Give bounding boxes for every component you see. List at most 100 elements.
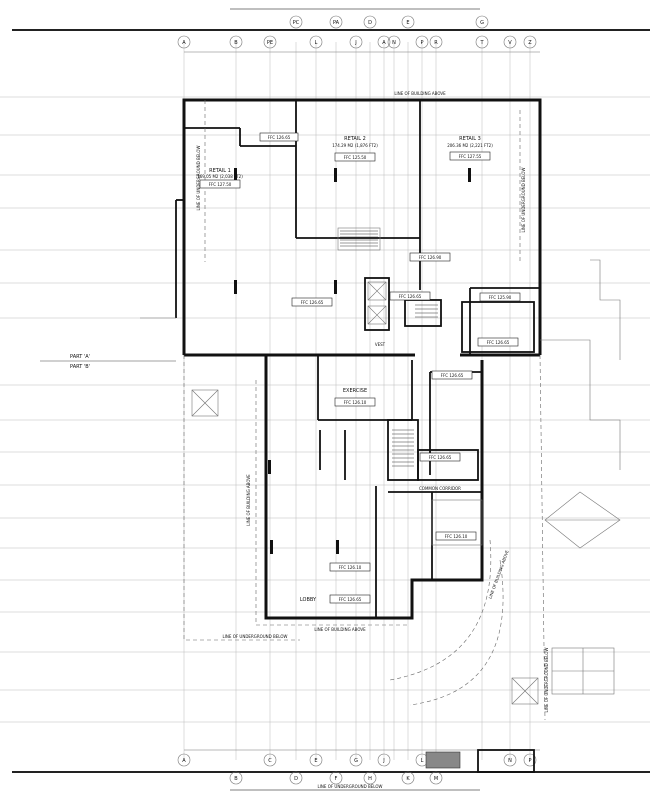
retail3-ffc: FFC 127.55 [459, 154, 482, 159]
grid-bubble [363, 15, 377, 29]
grid-bubble [349, 753, 363, 767]
note-underground-base: LINE OF UNDERGROUND BELOW [318, 784, 383, 789]
grid-bubble [503, 753, 517, 767]
lobby-ffc: FFC 126.65 [339, 597, 362, 602]
grid-label: E [314, 758, 317, 764]
common-corridor-label: COMMON CORRIDOR [419, 486, 461, 491]
grid-bubble [475, 35, 489, 49]
grid-label: PA [333, 20, 340, 26]
grid-bubble [523, 753, 537, 767]
retail1-area: 169.05 M2 (2,038 FT2) [197, 174, 243, 179]
retail3-area: 206.36 M2 (2,221 FT2) [447, 143, 493, 148]
grid-label: F [335, 776, 338, 782]
grid-label: B [234, 40, 238, 46]
washrooms-ffc: FFC 126.65 [429, 455, 452, 460]
grid-label: P [528, 758, 531, 764]
corridor-b-ffc: FFC 126.90 [419, 255, 442, 260]
top-small-ffc: FFC 126.65 [268, 135, 291, 140]
note-building-above-top: LINE OF BUILDING ABOVE [394, 91, 446, 96]
ffc-boxes [199, 132, 521, 604]
grid-bubble [401, 15, 415, 29]
note-underground-right: LINE OF UNDERGROUND BELOW [521, 167, 526, 232]
exercise-name: EXERCISE [343, 388, 367, 394]
elevators [367, 281, 387, 325]
note-building-above-bottom: LINE OF BUILDING ABOVE [314, 627, 366, 632]
grid-bubble [177, 35, 191, 49]
exterior-features [140, 259, 621, 773]
grid-bubble [289, 15, 303, 29]
grid-label: D [294, 776, 298, 782]
note-underground-far-right: LINE OF UNDERGROUND BELOW [544, 647, 549, 712]
grid-label: Z [528, 40, 532, 46]
grid-label: PC [293, 20, 300, 26]
core-2-ffc: FFC 125.90 [489, 295, 512, 300]
amenity-ffc: FFC 126.10 [339, 565, 362, 570]
grid-bubble [263, 35, 277, 49]
retail1-name: RETAIL 1 [209, 168, 231, 174]
grid-label: P [420, 40, 423, 46]
grid-label: R [434, 40, 438, 46]
grid-bubbles-bottom: A B C D E F G H J K L M N P [177, 753, 537, 785]
note-building-above-left: LINE OF BUILDING ABOVE [246, 474, 251, 526]
horizontal-guide-lines [0, 96, 650, 723]
grid-bubbles-top: A B PE PC PA D E G L J A N P R T V Z [177, 15, 537, 49]
grid-label: J [382, 758, 384, 764]
grid-label: N [508, 758, 512, 764]
grid-label: V [508, 40, 512, 46]
note-underground-bottom: LINE OF UNDERGROUND BELOW [223, 634, 288, 639]
part-b-label: PART 'B' [70, 364, 90, 370]
vest-label: VEST [375, 342, 386, 347]
grid-label: T [479, 40, 484, 46]
grid-label: A [182, 758, 186, 764]
grid-label: A [182, 40, 186, 46]
note-underground-left: LINE OF UNDERGROUND BELOW [196, 145, 201, 210]
grid-bubble [309, 753, 323, 767]
grid-bubble [229, 35, 243, 49]
grid-bubble [349, 35, 363, 49]
grid-bubble [387, 35, 401, 49]
grid-label: A [382, 40, 386, 46]
retail3-name: RETAIL 3 [459, 136, 481, 142]
grid-label: K [406, 776, 410, 782]
grid-bubble [329, 15, 343, 29]
grid-bubble [377, 35, 391, 49]
grid-bubble [377, 753, 391, 767]
grid-bubble [177, 753, 191, 767]
part-a-walls [175, 98, 542, 357]
grid-label: E [406, 20, 409, 26]
grid-bubble [523, 35, 537, 49]
right-wing-ffc: FFC 126.65 [441, 373, 464, 378]
grid-label: J [354, 40, 356, 46]
retail2-name: RETAIL 2 [344, 136, 366, 142]
stairs [340, 230, 438, 467]
grid-label: N [392, 40, 396, 46]
grid-bubble [475, 15, 489, 29]
retail1-ffc: FFC 127.50 [209, 182, 232, 187]
grid-bubble [503, 35, 517, 49]
grid-bubble [429, 35, 443, 49]
south-room-ffc: FFC 126.10 [445, 534, 468, 539]
grid-label: H [368, 776, 372, 782]
core-1-ffc: FFC 126.65 [399, 294, 422, 299]
grid-bubble [229, 771, 243, 785]
grid-label: C [268, 758, 272, 764]
core-3-ffc: FFC 126.65 [487, 340, 510, 345]
grid-bubble [401, 771, 415, 785]
lobby-name: LOBBY [300, 597, 317, 603]
grid-bubble [329, 771, 343, 785]
retail2-ffc: FFC 125.50 [344, 155, 367, 160]
grid-bubble [309, 35, 323, 49]
grid-bubble [415, 35, 429, 49]
grid-label: G [354, 758, 358, 764]
grid-label: B [234, 776, 238, 782]
grid-bubble [289, 771, 303, 785]
grid-bubble [263, 753, 277, 767]
grid-label: L [421, 758, 424, 764]
grid-label: M [434, 776, 438, 782]
corridor-a-ffc: FFC 126.65 [301, 300, 324, 305]
grid-label: L [315, 40, 318, 46]
grid-bubble [429, 771, 443, 785]
retail2-area: 174.29 M2 (1,876 FT2) [332, 143, 378, 148]
grid-label: G [480, 20, 484, 26]
